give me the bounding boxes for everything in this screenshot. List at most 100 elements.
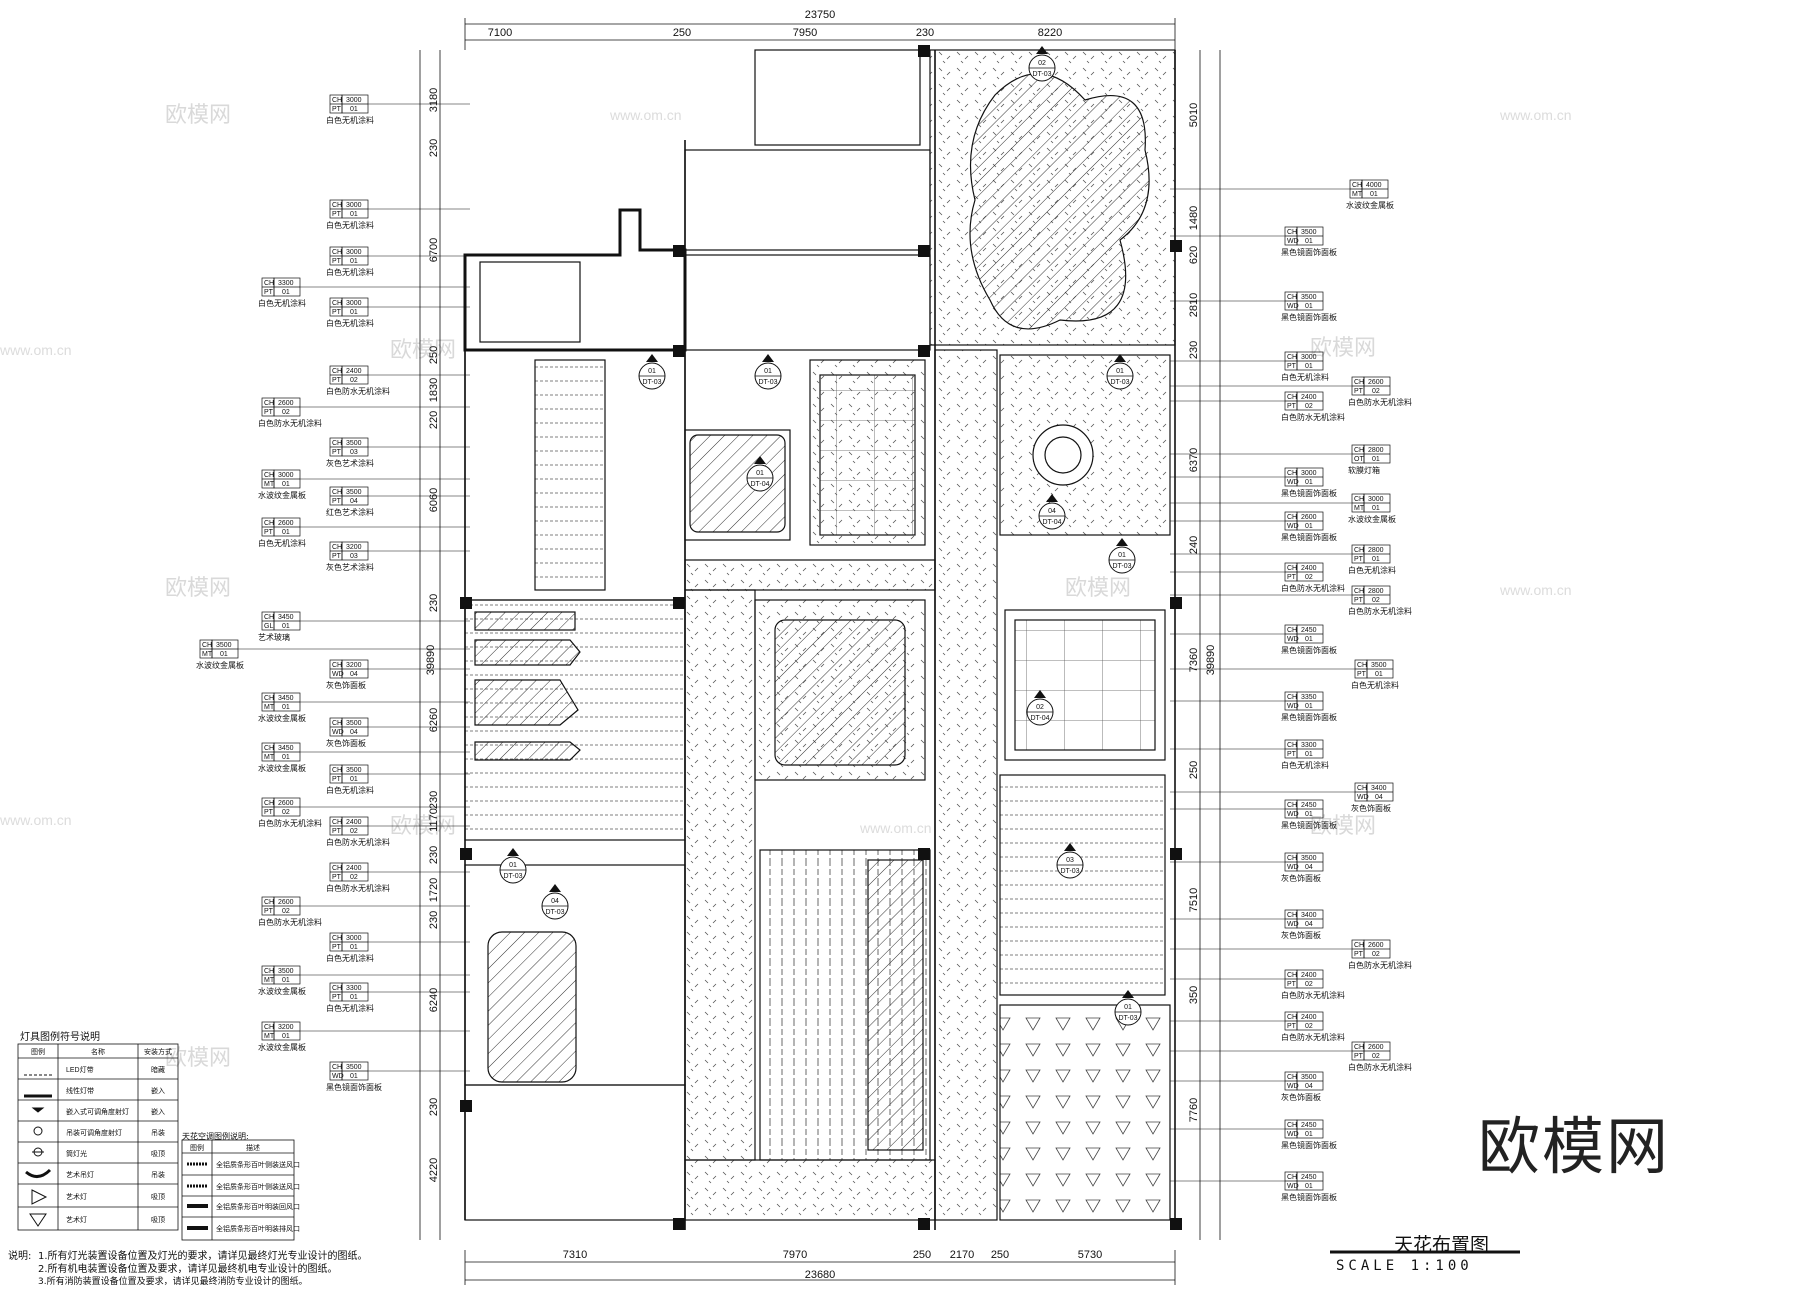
room-grid-a [819,374,916,536]
watermark-url: www.om.cn [609,107,682,123]
tag-number: 04 [1305,1083,1313,1090]
tag-code: CH [1352,182,1362,189]
tag-height: 2450 [1301,1122,1317,1129]
tag-material: PT [1287,981,1297,988]
band-bottom [684,1159,936,1221]
callout-ref: DT-04 [750,481,769,488]
tag-code: CH [1354,447,1364,454]
watermark: 欧模网 [390,814,456,839]
dim-bottom-segment: 7970 [783,1249,807,1261]
dim-left-overall: 39890 [425,645,437,676]
tag-description: 软膜灯箱 [1348,465,1380,475]
column-dotted-left [684,589,756,1161]
tag-height: 2450 [1301,627,1317,634]
room-left-lower-hatched [487,931,577,1083]
tag-height: 3000 [346,300,362,307]
tag-description: 红色艺术涂料 [326,507,374,517]
tag-height: 3500 [1301,229,1317,236]
tag-number: 01 [220,651,228,658]
room-right-b-grid [1014,619,1156,751]
tag-number: 01 [350,1073,358,1080]
dim-top-segment: 7950 [793,27,817,39]
tag-number: 02 [1372,1053,1380,1060]
tag-number: 02 [1372,388,1380,395]
legend-item-name: 艺术灯 [66,1215,87,1224]
tag-number: 01 [1305,363,1313,370]
tag-code: CH [1287,1174,1297,1181]
tag-code: CH [264,520,274,527]
tag-description: 白色防水无机涂料 [326,883,390,893]
room-top-left [754,49,921,146]
tag-material: PT [332,994,342,1001]
legend-item-name: 嵌入式可调角度射灯 [66,1107,129,1116]
tag-height: 3400 [1301,912,1317,919]
tag-number: 01 [350,944,358,951]
stripe-hatched [474,611,576,631]
tag-height: 2800 [1368,447,1384,454]
tag-description: 黑色镜面饰面板 [1281,312,1337,322]
dim-right-segment: 230 [1188,341,1200,359]
tag-number: 01 [282,481,290,488]
tag-height: 2450 [1301,802,1317,809]
tag-description: 白色防水无机涂料 [1348,606,1412,616]
tag-code: CH [1287,742,1297,749]
tag-height: 3500 [1301,1074,1317,1081]
tag-code: CH [332,440,342,447]
tag-material: OT [1354,456,1364,463]
tag-number: 02 [282,908,290,915]
dim-right-segment: 350 [1188,986,1200,1004]
tag-number: 01 [1305,811,1313,818]
tag-height: 2400 [346,368,362,375]
tag-code: CH [332,767,342,774]
tag-code: CH [332,368,342,375]
tag-description: 白色无机涂料 [1281,372,1329,382]
tag-code: CH [264,899,274,906]
tag-description: 黑色镜面饰面板 [326,1082,382,1092]
lighting-legend [17,1043,179,1231]
tag-number: 01 [1305,636,1313,643]
tag-number: 02 [1305,574,1313,581]
tag-number: 01 [282,529,290,536]
dim-right-segment: 240 [1188,536,1200,554]
tag-height: 3500 [216,642,232,649]
ac-legend-item: 全铝质条形百叶明装回风口 [216,1202,300,1211]
tag-number: 01 [350,309,358,316]
tag-height: 3500 [346,767,362,774]
dim-right-segment: 7760 [1188,1098,1200,1122]
tag-height: 3000 [346,249,362,256]
dim-left-segment: 230 [428,911,440,929]
tag-description: 灰色饰面板 [1351,803,1391,813]
band-dotted [684,559,936,591]
tag-description: 白色无机涂料 [326,267,374,277]
tag-number: 01 [350,994,358,1001]
tag-height: 2600 [278,520,294,527]
dim-left-segment: 1170 [428,808,440,832]
dim-left-segment: 230 [428,594,440,612]
tag-number: 01 [1375,671,1383,678]
tag-height: 2400 [1301,972,1317,979]
legend-item-name: 线性灯带 [66,1086,94,1095]
tag-material: WD [1287,303,1299,310]
callout-number: 01 [756,470,764,477]
drawing-scale: SCALE 1:100 [1336,1258,1473,1274]
tag-height: 2450 [1301,1174,1317,1181]
tag-height: 3000 [278,472,294,479]
tag-height: 2600 [278,400,294,407]
tag-code: CH [1287,354,1297,361]
